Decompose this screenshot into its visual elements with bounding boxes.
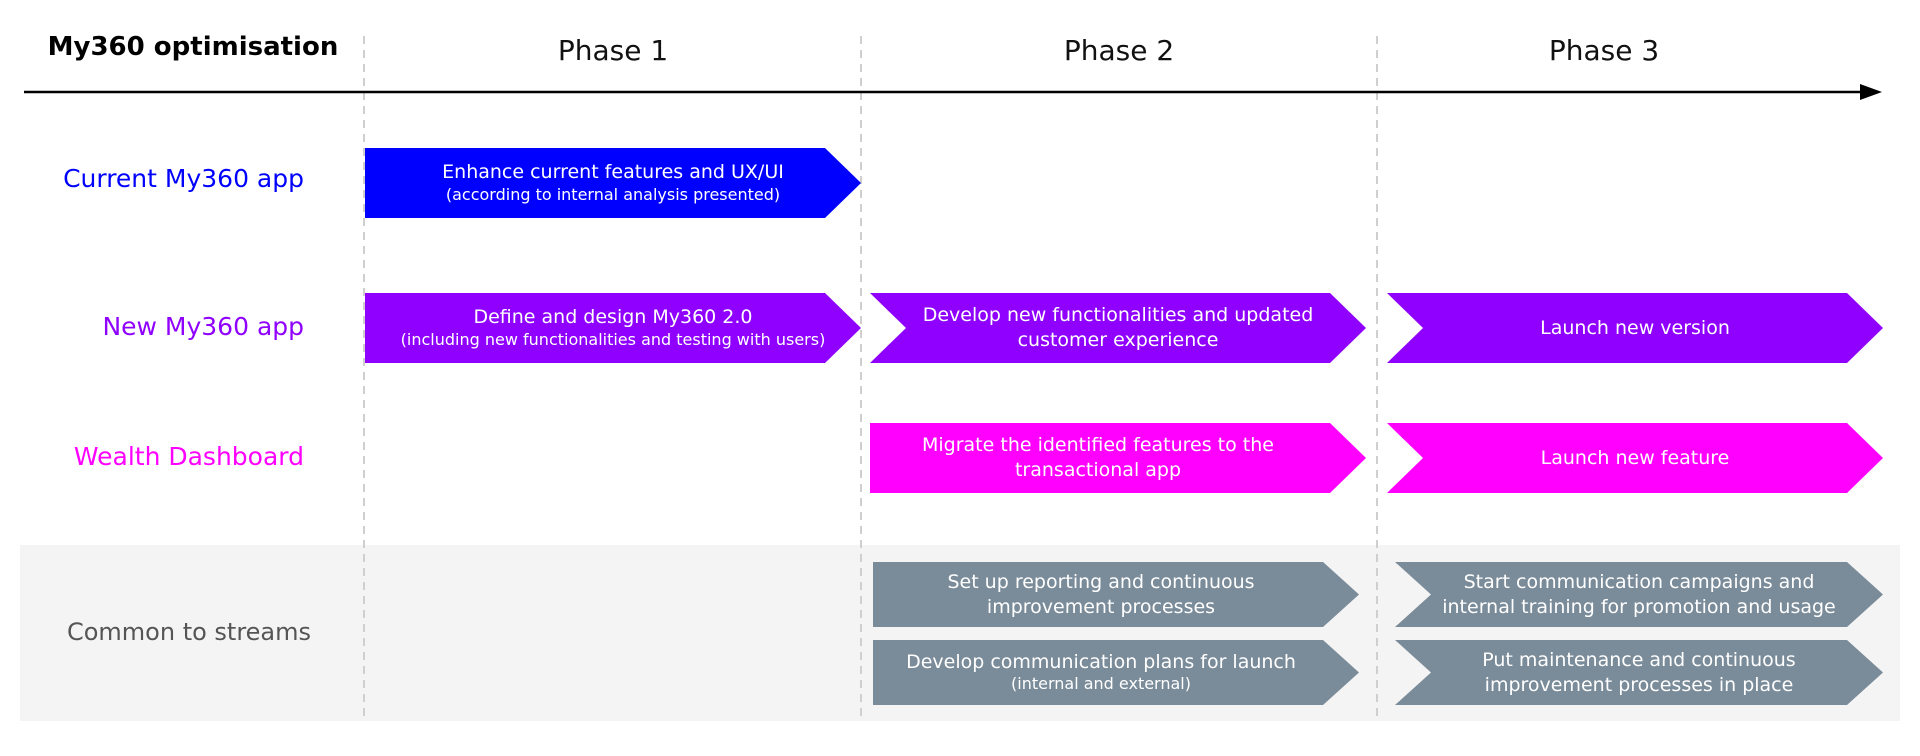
timeline-arrowhead [1860, 84, 1882, 100]
row-label-new-app: New My360 app [102, 312, 304, 341]
task-title: Define and design My360 2.0 [473, 306, 753, 329]
task-communication-campaigns: Start communication campaigns and intern… [1395, 562, 1883, 627]
task-define-design: Define and design My360 2.0 (including n… [365, 293, 861, 363]
task-maintenance-processes: Put maintenance and continuous improveme… [1395, 640, 1883, 705]
task-develop-functionalities: Develop new functionalities and updated … [870, 293, 1366, 363]
task-note: (according to internal analysis presente… [445, 184, 781, 204]
task-set-up-reporting: Set up reporting and continuous improvem… [873, 562, 1359, 627]
row-label-current-app: Current My360 app [63, 164, 304, 193]
diagram-title: My360 optimisation [47, 32, 339, 62]
task-title: Launch new feature [1540, 446, 1730, 469]
phase-2-header: Phase 2 [1063, 34, 1175, 67]
task-title: Put maintenance and continuous improveme… [1482, 648, 1796, 696]
task-title: Launch new version [1540, 316, 1730, 339]
task-title: Develop new functionalities and updated … [922, 304, 1314, 351]
task-launch-new-feature: Launch new feature [1387, 423, 1883, 493]
task-migrate-features: Migrate the identified features to the t… [870, 423, 1366, 493]
task-title: Develop communication plans for launch [906, 650, 1296, 673]
phase-3-header: Phase 3 [1548, 34, 1660, 67]
task-title: Set up reporting and continuous improvem… [947, 570, 1255, 618]
task-launch-new-version: Launch new version [1387, 293, 1883, 363]
task-note: (internal and external) [1011, 674, 1191, 694]
task-title: Enhance current features and UX/UI [442, 161, 784, 184]
row-label-common-streams: Common to streams [66, 618, 312, 646]
task-title: Start communication campaigns and intern… [1442, 570, 1836, 618]
phase-1-header: Phase 1 [557, 34, 669, 67]
task-communication-plans: Develop communication plans for launch (… [873, 640, 1359, 705]
task-title: Migrate the identified features to the t… [922, 434, 1274, 481]
row-label-wealth-dashboard: Wealth Dashboard [73, 442, 304, 471]
task-enhance-features: Enhance current features and UX/UI (acco… [365, 148, 861, 218]
task-note: (including new functionalities and testi… [400, 329, 826, 349]
